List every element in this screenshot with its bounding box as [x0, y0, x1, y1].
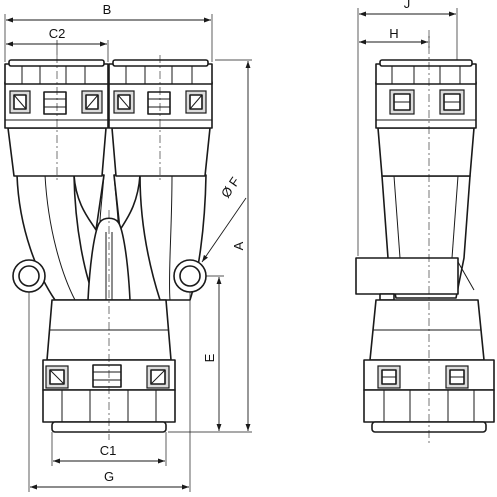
top-right-connector [108, 59, 213, 177]
dim-leader-f [201, 197, 247, 263]
label-f: Ø F [218, 174, 243, 200]
side-dimensions [357, 8, 458, 256]
branch-tubes [16, 174, 207, 301]
label-c1: C1 [100, 443, 117, 458]
side-view [355, 30, 495, 445]
label-e: E [202, 353, 217, 362]
label-b: B [103, 2, 112, 17]
label-a: A [231, 241, 246, 250]
front-dimensions [4, 14, 252, 492]
top-left-connector [4, 59, 109, 177]
mounting-rings [12, 259, 207, 293]
front-view [4, 55, 213, 440]
label-c2: C2 [49, 26, 66, 41]
label-g: G [104, 469, 114, 484]
mounting-bracket [355, 257, 459, 295]
label-j: J [404, 0, 411, 11]
label-h: H [389, 26, 398, 41]
